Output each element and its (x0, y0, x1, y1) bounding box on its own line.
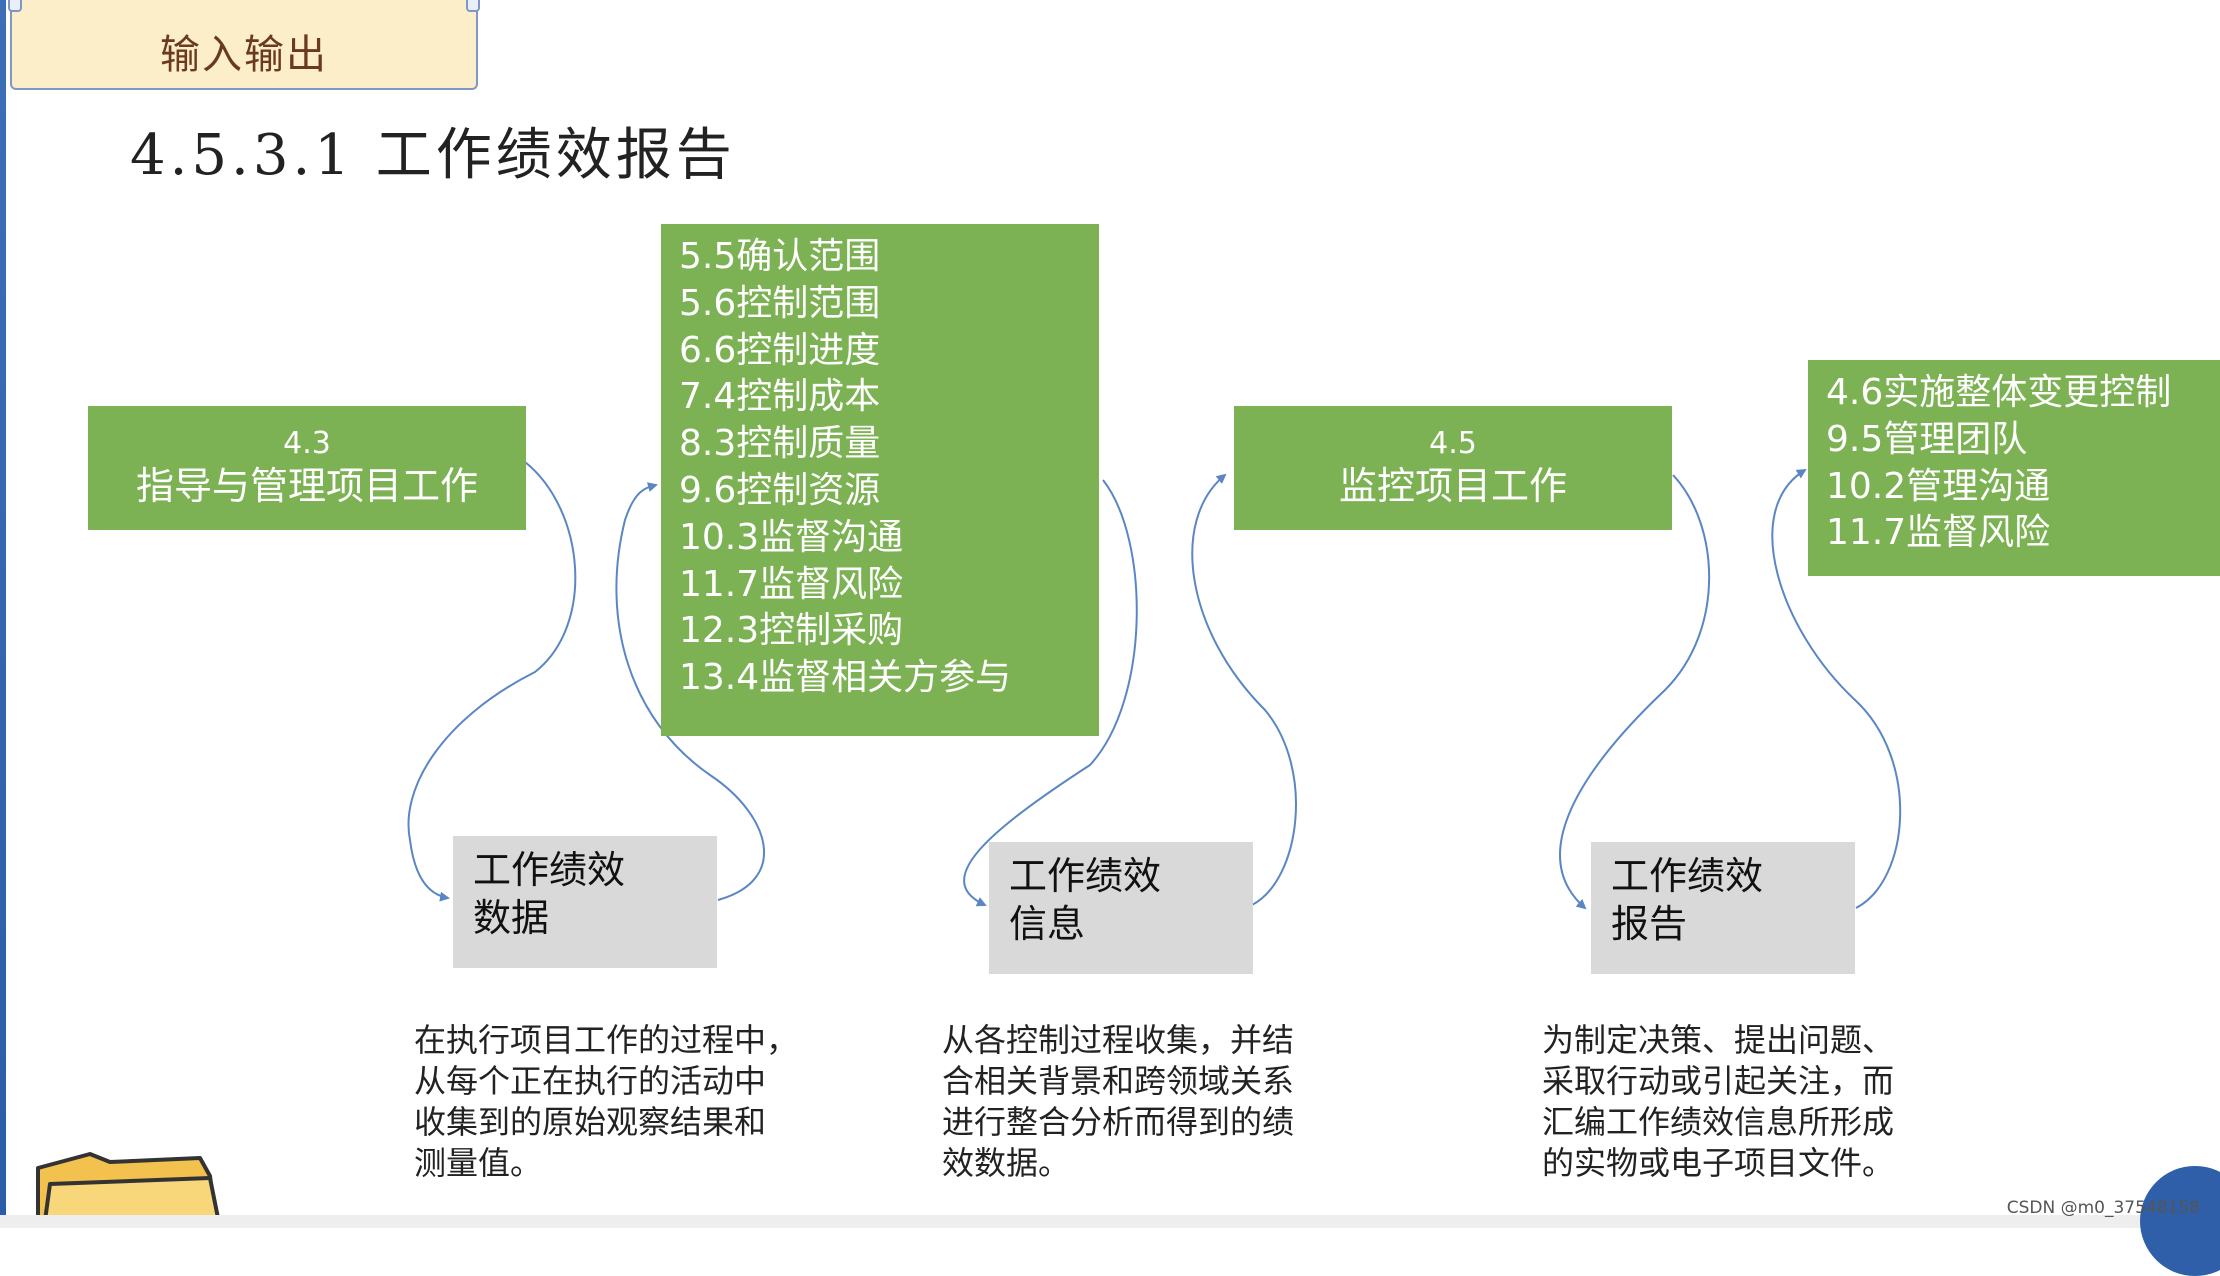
control-item: 13.4监督相关方参与 (679, 657, 1012, 699)
description-line: 在执行项目工作的过程中， (414, 1021, 799, 1059)
control-item: 10.3监督沟通 (679, 516, 904, 558)
section-tab: 输入输出 (8, 0, 480, 90)
arrow-direct-to-data (407, 461, 577, 902)
arrow-monitor-to-report (1559, 474, 1711, 910)
artifact-data-line2: 数据 (473, 896, 550, 940)
work-performance-info-box: 工作绩效 信息 (989, 842, 1253, 974)
artifact-info-line2: 信息 (1009, 902, 1086, 946)
control-item: 9.6控制资源 (679, 469, 881, 511)
process-direct-name: 指导与管理项目工作 (135, 464, 478, 508)
control-item: 5.5确认范围 (679, 236, 881, 277)
description-line: 测量值。 (414, 1144, 543, 1182)
artifact-data-line1: 工作绩效 (473, 848, 626, 892)
artifact-info-line1: 工作绩效 (1009, 854, 1162, 898)
tab-pin-right (466, 0, 480, 12)
control-item: 8.3控制质量 (679, 423, 881, 465)
slide-left-border (0, 0, 6, 1228)
work-performance-data-box: 工作绩效 数据 (453, 836, 717, 968)
arrow-info-to-monitor (1191, 473, 1297, 906)
data-description: 在执行项目工作的过程中， 从每个正在执行的活动中 收集到的原始观察结果和 测量值… (414, 1020, 798, 1184)
control-item: 11.7监督风险 (679, 563, 904, 605)
description-line: 从每个正在执行的活动中 (414, 1062, 767, 1100)
info-description: 从各控制过程收集，并结 合相关背景和跨领域关系 进行整合分析而得到的绩 效数据。 (942, 1020, 1294, 1184)
artifact-report-line2: 报告 (1611, 902, 1688, 946)
work-performance-report-box: 工作绩效 报告 (1591, 842, 1855, 974)
consumer-item: 9.5管理团队 (1826, 418, 2028, 460)
consumer-item: 4.6实施整体变更控制 (1826, 372, 2172, 413)
flow-arrows (407, 461, 1902, 910)
control-item: 6.6控制进度 (679, 329, 881, 371)
slide-bottom-strip (0, 1215, 2220, 1228)
report-consumers-box: 4.6实施整体变更控制 9.5管理团队 10.2管理沟通 11.7监督风险 (1808, 360, 2220, 576)
process-monitor-control: 4.5 监控项目工作 (1234, 406, 1672, 530)
description-line: 效数据。 (942, 1144, 1071, 1182)
report-description: 为制定决策、提出问题、 采取行动或引起关注，而 汇编工作绩效信息所形成 的实物或… (1542, 1020, 1894, 1184)
artifact-report-line1: 工作绩效 (1611, 854, 1764, 898)
description-line: 采取行动或引起关注，而 (1542, 1062, 1895, 1100)
control-item: 12.3控制采购 (679, 610, 904, 652)
consumer-item: 11.7监督风险 (1826, 512, 2051, 554)
description-line: 进行整合分析而得到的绩 (942, 1103, 1295, 1141)
description-line: 为制定决策、提出问题、 (1542, 1021, 1895, 1059)
control-processes-box: 5.5确认范围 5.6控制范围 6.6控制进度 7.4控制成本 8.3控制质量 … (661, 224, 1099, 736)
page-title: 4.5.3.1 工作绩效报告 (130, 123, 736, 188)
arrow-data-to-controls (615, 482, 765, 901)
description-line: 收集到的原始观察结果和 (414, 1103, 767, 1141)
description-line: 的实物或电子项目文件。 (1542, 1144, 1895, 1182)
section-tab-label: 输入输出 (160, 32, 328, 78)
tab-pin-left (8, 0, 22, 12)
control-item: 5.6控制范围 (679, 282, 881, 324)
process-direct-number: 4.3 (283, 426, 331, 461)
process-monitor-name: 监控项目工作 (1338, 464, 1567, 508)
consumer-item: 10.2管理沟通 (1826, 465, 2051, 507)
watermark: CSDN @m0_37548158 (2006, 1198, 2200, 1218)
arrow-report-to-outputs (1771, 468, 1902, 909)
process-direct-manage: 4.3 指导与管理项目工作 (88, 406, 526, 530)
control-item: 7.4控制成本 (679, 376, 881, 418)
process-monitor-number: 4.5 (1429, 426, 1477, 461)
arrow-controls-to-info (963, 479, 1138, 907)
description-line: 从各控制过程收集，并结 (942, 1021, 1295, 1059)
description-line: 汇编工作绩效信息所形成 (1542, 1103, 1895, 1141)
description-line: 合相关背景和跨领域关系 (942, 1062, 1295, 1100)
